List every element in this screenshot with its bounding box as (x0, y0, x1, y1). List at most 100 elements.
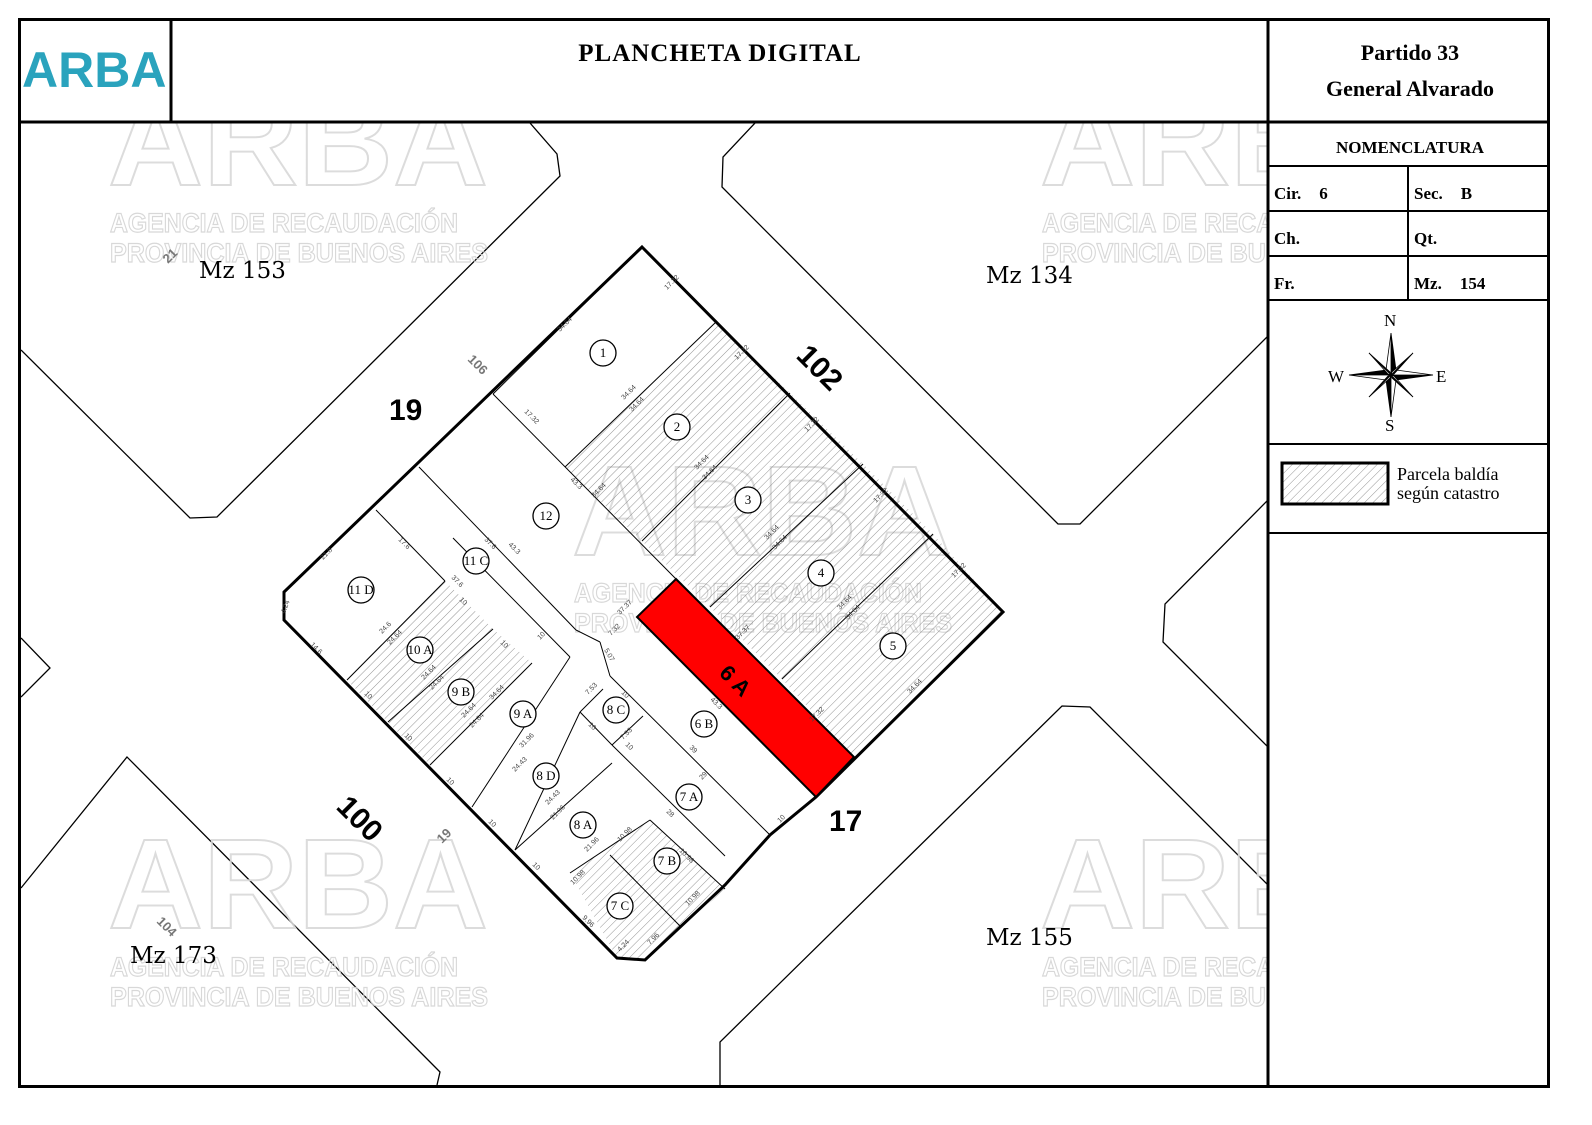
lot-line (649, 819, 726, 890)
parcel-6a-highlight (635, 577, 856, 799)
legend-hatch-swatch (1280, 461, 1390, 506)
nom-mz: Mz. 154 (1414, 274, 1544, 294)
nom-sec: Sec. B (1414, 184, 1544, 204)
lot-line (346, 580, 446, 681)
parcel-marker-8c: 8 C (602, 696, 630, 724)
dimension-label: 10 (587, 721, 598, 732)
dimension-label: 10 (363, 690, 374, 701)
street-label-nw: 19 (389, 394, 422, 427)
dimension-label: 39 (688, 744, 699, 755)
watermark-line: PROVINCIA DE BUENOS AIRES (1042, 982, 1420, 1012)
lot-line (609, 854, 682, 928)
street-label-ne: 102 (790, 339, 849, 398)
nom-sec-value: B (1460, 184, 1473, 203)
dimension-label: 24.6 (378, 621, 393, 636)
lot-line (471, 656, 571, 808)
dimension-label: 10 (458, 596, 469, 607)
dimension-label: 7.53 (619, 727, 634, 742)
lot-line (569, 819, 651, 874)
parcel-marker-7b: 7 B (653, 847, 681, 875)
nom-cir: Cir. 6 (1274, 184, 1404, 204)
dimension-label: 34.64 (620, 384, 637, 401)
watermark-line: AGENCIA DE RECAUDACIÓN (1042, 951, 1390, 982)
parcel-marker-7c: 7 C (606, 892, 634, 920)
watermark-line: PROVINCIA DE BUENOS AIRES (110, 982, 488, 1012)
lot-line (709, 463, 864, 608)
nom-fr: Fr. (1274, 274, 1404, 294)
dimension-label: 34.64 (556, 316, 573, 333)
nom-fr-label: Fr. (1274, 274, 1295, 293)
parcel-marker-12: 12 (532, 502, 560, 530)
parcel-label: 8 C (607, 702, 625, 717)
dimension-label: 10 (531, 861, 542, 872)
dimension-label: 7.53 (584, 682, 599, 697)
parcel-marker-10a: 10 A (406, 636, 434, 664)
compass-east: E (1436, 367, 1447, 386)
dimension-label: 24.43 (544, 789, 561, 806)
dimension-label: 21.96 (583, 836, 600, 853)
parcel-label: 6 B (695, 716, 714, 731)
page-title: PLANCHETA DIGITAL (578, 40, 862, 67)
parcel-label: 7 C (611, 898, 629, 913)
block-sw-outline (21, 756, 441, 1085)
compass-south: S (1385, 416, 1395, 435)
parcel-label: 4 (818, 565, 825, 580)
parcel-marker-2: 2 (663, 413, 691, 441)
lot-line (514, 762, 613, 851)
partido-name: General Alvarado (1325, 76, 1495, 101)
parcel-marker-4: 4 (807, 559, 835, 587)
dimension-label: 17.32 (523, 408, 540, 425)
block-label-sw: Mz 173 (130, 943, 217, 969)
nom-cir-label: Cir. (1274, 184, 1302, 203)
parcel-label: 11 D (348, 582, 373, 597)
parcel-marker-6b: 6 B (690, 710, 718, 738)
parcel-marker-8d: 8 D (532, 762, 560, 790)
nomenclatura-title: NOMENCLATURA (1336, 138, 1484, 157)
lot-line (781, 533, 934, 680)
lot-line (611, 744, 726, 857)
street-small-label: 106 (465, 352, 491, 378)
parcel-marker-11d: 11 D (347, 576, 375, 604)
parcel-marker-9a: 9 A (509, 700, 537, 728)
dimension-label: 10 (624, 741, 635, 752)
watermark-arba: ARBA (108, 70, 488, 213)
parcel-label: 7 A (680, 789, 699, 804)
nom-mz-label: Mz. (1414, 274, 1442, 293)
parcel-7bc-fill (570, 820, 725, 960)
lot-line (564, 321, 717, 468)
lot-line (579, 688, 604, 713)
dimension-label: 29 (698, 771, 709, 782)
compass-rose-icon (1348, 332, 1434, 418)
legend-line-2: según catastro (1397, 483, 1500, 503)
watermark-arba: ARBA (1040, 70, 1420, 213)
watermark-arba: ARBA (1040, 813, 1420, 956)
block-se-outline (719, 705, 1268, 1085)
dimension-label: 37.6 (483, 536, 498, 551)
watermark-arba: ARBA (108, 813, 488, 956)
dimension-label: 10 (620, 689, 631, 700)
parcel-marker-11c: 11 C (462, 547, 490, 575)
lot-line (579, 711, 613, 746)
block-label-nw: Mz 153 (199, 258, 286, 284)
lot-line (492, 246, 643, 395)
nom-sec-label: Sec. (1414, 184, 1443, 203)
watermark-line: PROVINCIA DE BUENOS AIRES (110, 238, 488, 268)
partido-number: Partido 33 (1360, 40, 1460, 65)
parcel-label: 12 (540, 508, 553, 523)
nom-qt: Qt. (1414, 229, 1544, 249)
lot-line (641, 392, 791, 542)
dimension-label: 10 (403, 732, 414, 743)
nom-qt-label: Qt. (1414, 229, 1438, 248)
dimension-label: 28 (665, 808, 676, 819)
parcel-label: 10 A (408, 642, 434, 657)
dimension-label: 4.24 (280, 599, 291, 614)
lot-line (418, 466, 577, 631)
compass-west: W (1328, 367, 1345, 386)
lot-line (387, 628, 494, 723)
parcel-marker-7a: 7 A (675, 783, 703, 811)
block-154-outline (282, 244, 1006, 962)
block-label-se: Mz 155 (986, 925, 1073, 951)
dimension-label: 10 (445, 776, 456, 787)
block-e-outline (1162, 499, 1268, 748)
